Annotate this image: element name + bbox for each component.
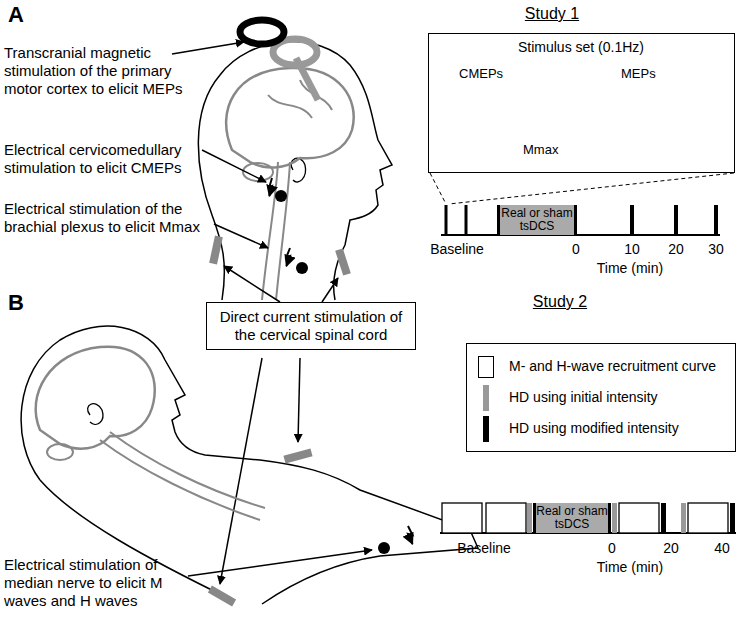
signal-label: MEPs [621,66,656,81]
cerebellum [47,444,73,460]
time-label: 10 [624,240,640,258]
study-heading: Study 1 [525,4,579,24]
hd-bar [661,503,666,533]
lightning-symbol [269,178,272,196]
measurement-bar [445,205,448,235]
lightning-symbol [286,248,290,266]
legend-label: HD using initial intensity [509,389,658,406]
leader-arrow [172,42,244,54]
ear [88,404,103,425]
tsdcs-block: Real or sham tsDCS [533,503,611,533]
stimulation-point [378,542,390,554]
spinal-cord [262,162,290,300]
swatch-holder [475,385,497,411]
measurement-bar [714,205,718,235]
hd-bar [730,503,735,533]
lightning-symbol [408,526,413,544]
box-label: Direct current stimulation of the cervic… [213,308,409,344]
recruitment-curve-block [442,503,482,533]
tsdcs-block: Real or sham tsDCS [497,205,577,235]
electrode [283,449,312,464]
annotation: Transcranial magnetic stimulation of the… [4,44,204,98]
legend-row: HD using initial intensity [475,382,727,413]
hd-bar [612,503,617,533]
signal-label: Mmax [523,142,558,157]
recruitment-curve-block [619,503,659,533]
legend: M- and H-wave recruitment curve HD using … [466,343,736,452]
head-outline [198,42,392,300]
box-label: Real or sham tsDCS [500,207,574,233]
time-label: 30 [708,240,724,258]
legend-swatch [483,385,489,411]
legend-row: HD using modified intensity [475,413,727,444]
panel-letter: A [8,2,24,28]
stimulation-point [296,262,308,274]
time-label: 40 [714,539,730,557]
time-label: 0 [608,539,616,557]
legend-swatch [478,356,494,378]
time-label: 0 [572,240,580,258]
panel-letter: B [8,290,24,316]
stimulus-set-box: Stimulus set (0.1Hz) CMEPs MEPsMmax [428,33,735,173]
leader-arrow [188,550,372,576]
signal-label: CMEPs [459,66,503,81]
stimulation-point [275,190,287,202]
measurement-bar [674,205,678,235]
time-label: Baseline [430,240,484,258]
time-label: Time (min) [597,558,663,576]
brain [226,68,354,168]
time-label: 20 [668,240,684,258]
legend-label: M- and H-wave recruitment curve [509,358,716,375]
zoom-line [430,173,446,204]
box-label: Real or sham tsDCS [536,505,608,531]
leader-arrow [214,224,268,248]
recruitment-curve-block [486,503,526,533]
box-label: Stimulus set (0.1Hz) [429,39,733,55]
measurement-bar [630,205,634,235]
legend-swatch [483,416,489,442]
recruitment-curve-block [688,503,728,533]
leader-arrow [322,278,338,302]
legend-row: M- and H-wave recruitment curve [475,351,727,382]
electrode [335,248,351,275]
zoom-line [449,173,734,204]
brain-sulcus [268,80,332,118]
time-label: Baseline [457,539,511,557]
electrode [209,235,223,264]
hd-bar [527,503,532,533]
spinal-cord [100,432,265,520]
measurement-bar [465,205,468,235]
electrode [208,586,236,607]
brain [36,347,155,449]
annotation: Electrical cervicomedullary stimulation … [4,141,204,177]
annotation: Electrical stimulation of median nerve t… [4,556,184,610]
time-label: 20 [663,539,679,557]
leader-arrow [298,358,300,442]
legend-label: HD using modified intensity [509,420,679,437]
time-axis [441,234,720,236]
stimulation-box: Direct current stimulation of the cervic… [206,302,416,350]
coil-wing [240,20,284,44]
swatch-holder [475,356,497,378]
swatch-holder [475,416,497,442]
study-heading: Study 2 [533,292,587,312]
hd-bar [681,503,686,533]
leader-arrow [202,150,266,182]
annotation: Electrical stimulation of the brachial p… [4,200,216,236]
leader-arrow [224,266,280,302]
time-label: Time (min) [597,259,663,277]
leader-arrow [220,358,262,584]
